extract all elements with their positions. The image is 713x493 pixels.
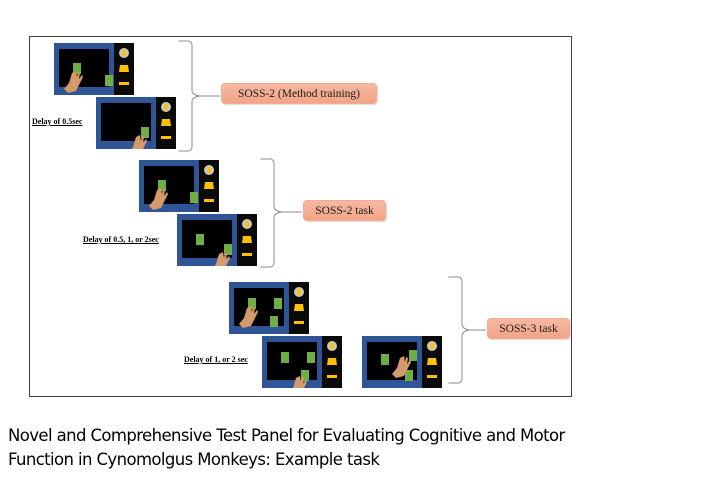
- reward-cup-icon: [119, 65, 129, 72]
- hand-icon: [214, 252, 230, 266]
- target-square: [105, 75, 113, 86]
- target-square: [381, 354, 389, 365]
- target-square: [274, 298, 282, 309]
- target-square: [307, 352, 315, 363]
- target-square: [248, 298, 256, 309]
- dial-light-icon: [430, 342, 434, 350]
- target-square: [409, 350, 417, 361]
- tray-icon: [204, 199, 214, 202]
- reward-cup-icon: [427, 358, 437, 365]
- delay-label-soss3-task: Delay of 1, or 2 sec: [184, 355, 248, 364]
- target-square: [224, 244, 232, 255]
- hand-icon: [392, 356, 411, 378]
- hand-icon: [149, 188, 168, 210]
- target-square: [73, 63, 81, 74]
- tray-icon: [242, 253, 252, 256]
- target-square: [281, 352, 289, 363]
- dial-light-icon: [297, 288, 301, 296]
- target-square: [141, 127, 149, 138]
- monitor-soss3-choice-2: [362, 336, 442, 388]
- monitor-soss3-choice-1: [262, 336, 342, 388]
- hand-icon: [293, 376, 307, 388]
- hand-icon: [131, 135, 147, 149]
- tray-icon: [427, 375, 437, 378]
- target-square: [301, 370, 309, 381]
- hand-icon: [239, 306, 258, 328]
- monitor-soss3-sample: [229, 282, 309, 334]
- dial-light-icon: [164, 103, 168, 111]
- reward-cup-icon: [204, 182, 214, 189]
- dial-light-icon: [122, 49, 126, 57]
- tray-icon: [327, 375, 337, 378]
- label-soss3-task: SOSS-3 task: [487, 318, 570, 339]
- monitor-soss2-training-choice: [96, 97, 176, 149]
- bracket-soss2-task: [260, 158, 302, 268]
- delay-label-soss2-training: Delay of 0.5sec: [32, 117, 83, 126]
- target-square: [158, 180, 166, 191]
- monitor-screen: [59, 49, 109, 87]
- monitor-soss2-task-sample: [139, 160, 219, 212]
- monitor-screen: [182, 220, 232, 258]
- tray-icon: [161, 136, 171, 139]
- tray-icon: [294, 321, 304, 324]
- dial-light-icon: [207, 166, 211, 174]
- figure-caption: Novel and Comprehensive Test Panel for E…: [8, 424, 713, 472]
- delay-label-soss2-task: Delay of 0.5, 1, or 2sec: [83, 235, 159, 244]
- target-square: [405, 370, 413, 381]
- monitor-screen: [144, 166, 194, 204]
- target-square: [196, 234, 204, 245]
- target-square: [270, 316, 278, 327]
- tray-icon: [119, 82, 129, 85]
- reward-cup-icon: [161, 119, 171, 126]
- dial-light-icon: [245, 220, 249, 228]
- bracket-soss3-task: [448, 276, 486, 384]
- label-soss2-task: SOSS-2 task: [303, 200, 386, 221]
- caption-line-1: Novel and Comprehensive Test Panel for E…: [8, 426, 565, 445]
- reward-cup-icon: [327, 358, 337, 365]
- caption-line-2: Function in Cynomolgus Monkeys: Example …: [8, 450, 380, 469]
- monitor-soss2-task-choice: [177, 214, 257, 266]
- bracket-soss2-training: [178, 40, 220, 152]
- monitor-soss2-training-sample: [54, 43, 134, 95]
- target-square: [190, 192, 198, 203]
- dial-light-icon: [330, 342, 334, 350]
- label-soss2-method-training: SOSS-2 (Method training): [221, 83, 377, 104]
- reward-cup-icon: [294, 304, 304, 311]
- hand-icon: [64, 71, 83, 93]
- reward-cup-icon: [242, 236, 252, 243]
